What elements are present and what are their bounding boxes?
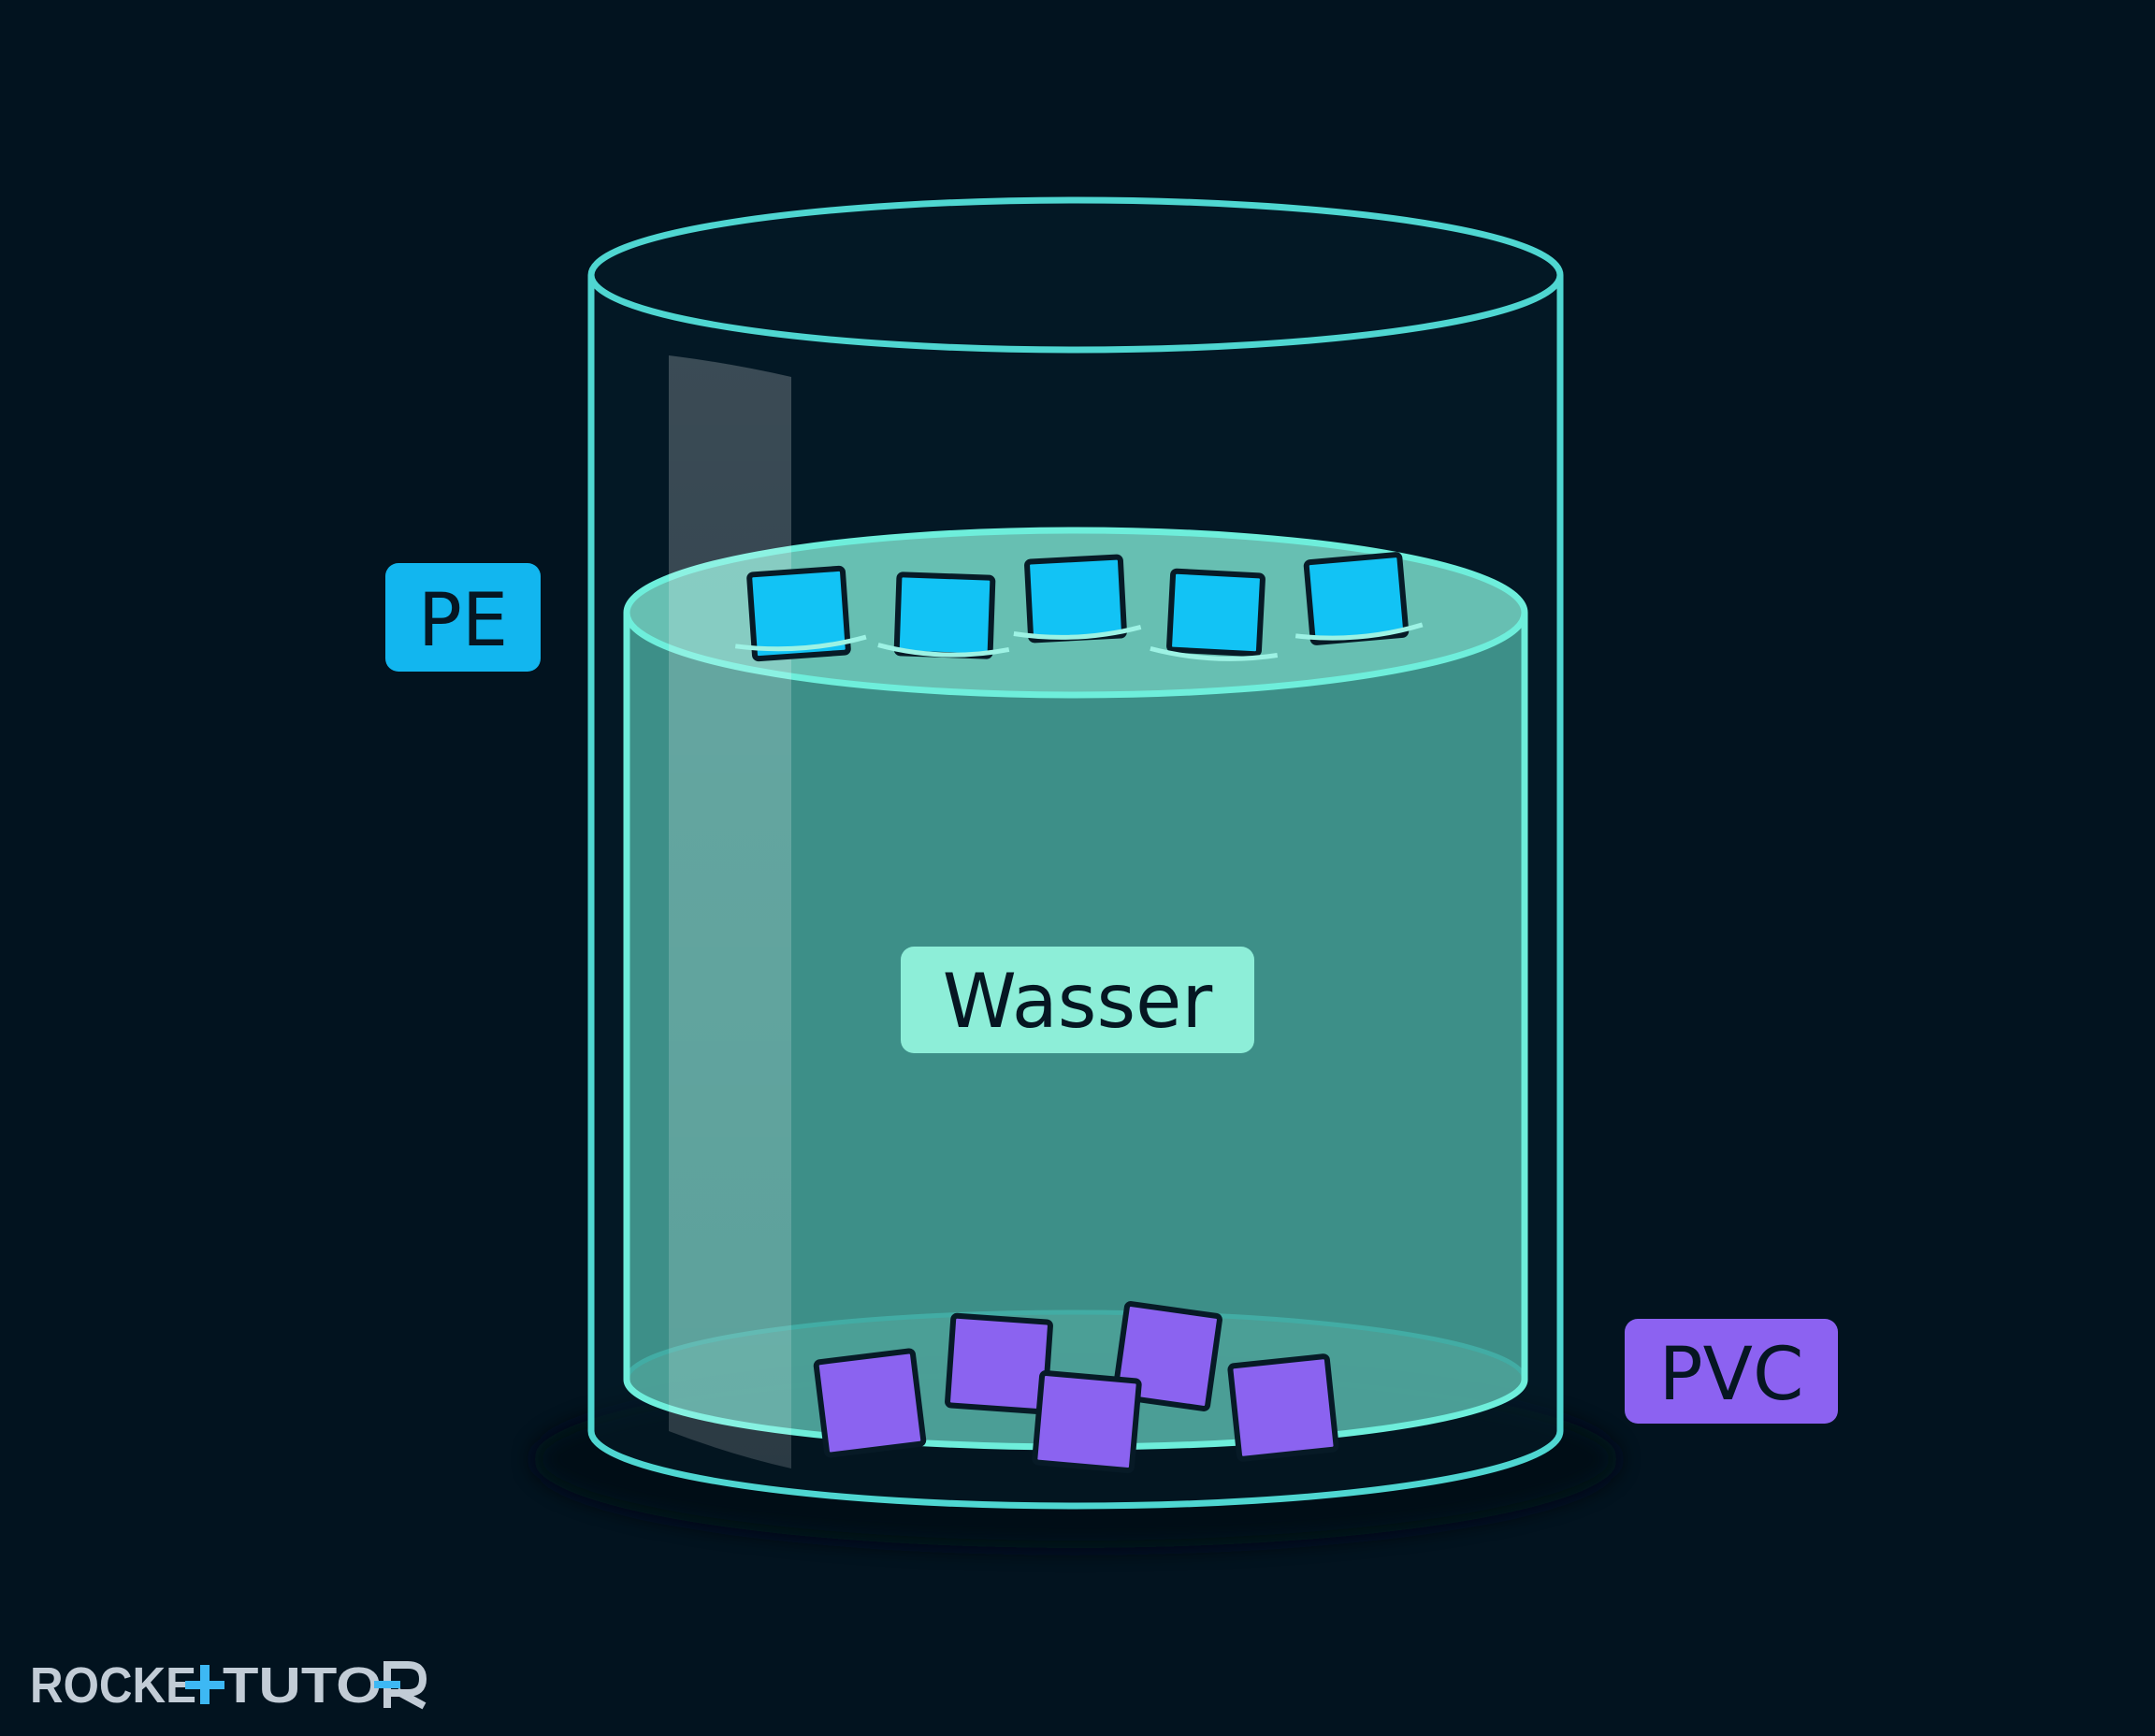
pe-cube-icon [1294, 552, 1424, 645]
water-label: Wasser [901, 947, 1254, 1053]
pe-label-text: PE [418, 579, 508, 663]
logo-text-tutor: TUTO [223, 1657, 382, 1714]
pvc-label: PVC [1625, 1319, 1838, 1424]
pe-cube-icon [734, 565, 867, 662]
rocket-tutor-logo: ROCKE TUTO [30, 1657, 427, 1714]
logo-text-rocket: ROCKE [30, 1657, 196, 1714]
beaker-base [587, 1430, 1564, 1510]
pe-label: PE [385, 563, 541, 672]
pvc-cube-icon [1227, 1353, 1339, 1462]
pvc-label-text: PVC [1659, 1333, 1804, 1417]
plus-icon [185, 1665, 224, 1704]
water-label-text: Wasser [943, 958, 1213, 1045]
pvc-cube-icon [813, 1348, 927, 1458]
pe-cube-icon [1150, 568, 1279, 661]
pe-cube-icon [1013, 554, 1142, 644]
pe-cube-icon [877, 571, 1010, 659]
pvc-cube-icon [945, 1312, 1053, 1415]
glass-highlight [669, 355, 791, 1468]
beaker-icon [587, 196, 1564, 1510]
logo-r-icon [374, 1661, 427, 1710]
pvc-cube-icon [1032, 1369, 1142, 1474]
pvc-cubes [813, 1301, 1339, 1474]
pe-cubes [734, 552, 1424, 662]
